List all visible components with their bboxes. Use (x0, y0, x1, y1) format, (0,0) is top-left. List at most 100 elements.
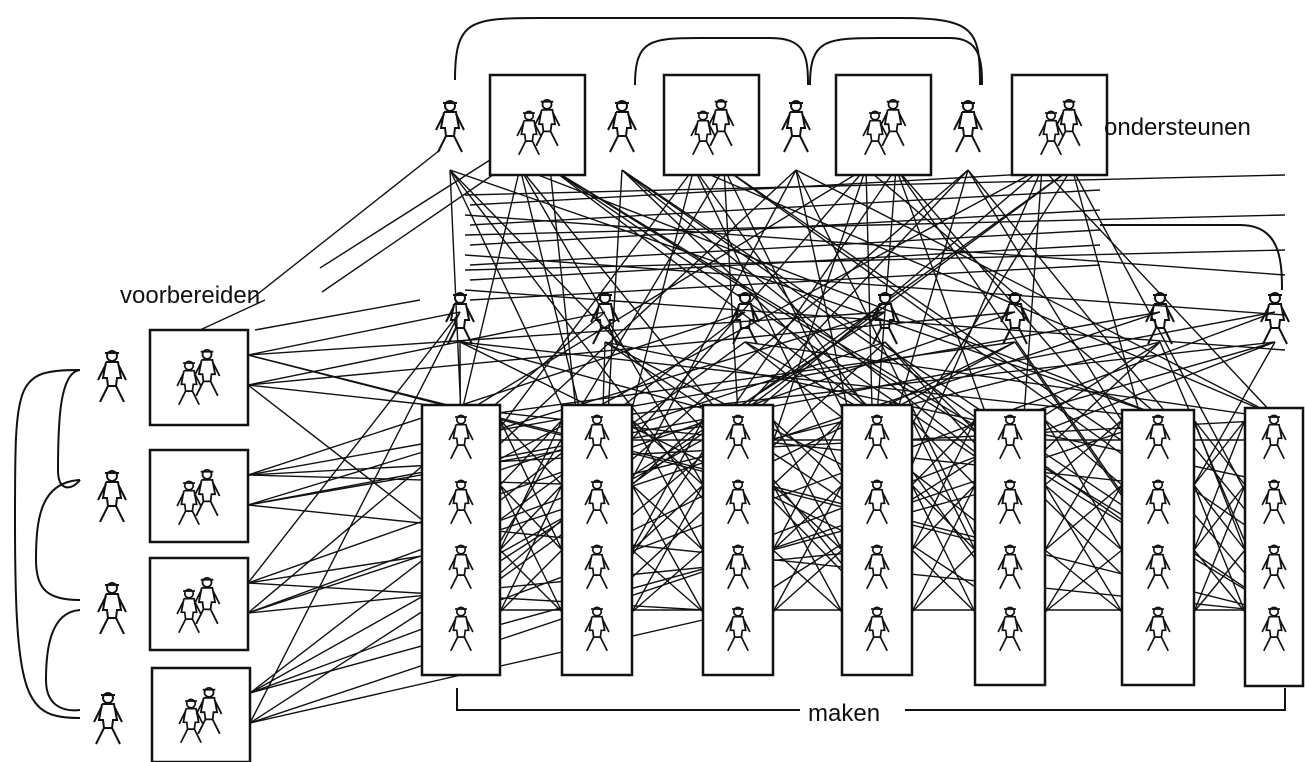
connection-line (1193, 549, 1246, 613)
connection-line (876, 167, 897, 416)
label-maken: maken (802, 702, 887, 726)
connection-line (795, 169, 1275, 416)
connection-line (249, 311, 461, 724)
connection-line (911, 419, 976, 551)
connection-line (247, 311, 746, 476)
connection-line (596, 167, 1043, 546)
connection-line (469, 264, 1101, 301)
prepare-team-box (150, 666, 252, 762)
connection-line (247, 311, 886, 356)
connection-line (499, 549, 563, 613)
make-column-box (420, 403, 502, 677)
prepare-worker-icon (97, 582, 127, 635)
connection-line (772, 419, 843, 551)
connection-line (469, 189, 1101, 226)
connection-line (460, 167, 867, 416)
label-ondersteunen: ondersteunen (1104, 114, 1251, 141)
make-column-box (701, 403, 775, 677)
connection-line (247, 311, 606, 386)
connection-line (1071, 167, 1275, 546)
connection-line (693, 167, 1275, 416)
team-boxes (148, 73, 1305, 762)
connection-line (464, 254, 1286, 316)
connection-line (469, 169, 1101, 206)
make-column-box (840, 403, 914, 677)
connection-line (596, 341, 1016, 549)
connection-line (464, 214, 1286, 236)
connection-line (911, 549, 976, 613)
connection-line (1044, 549, 1123, 613)
connection-line (469, 209, 1101, 246)
support-worker-icon (781, 100, 811, 153)
connection-line (549, 167, 1011, 481)
connection-line (631, 549, 704, 613)
prepare-worker-icon (93, 692, 123, 745)
connection-line (772, 484, 843, 613)
connection-line (911, 484, 976, 551)
connection-line (499, 419, 563, 551)
connection-line (1044, 419, 1123, 486)
make-column-box (560, 403, 634, 677)
connection-line (254, 299, 421, 331)
connection-line (1044, 484, 1123, 613)
connection-line (499, 484, 563, 551)
connection-line (199, 299, 266, 331)
connection-line (631, 419, 704, 551)
connection-line (631, 419, 704, 486)
worker-icon (1145, 292, 1175, 345)
connection-line (499, 484, 563, 613)
connection-line (895, 167, 1275, 608)
connection-line (469, 229, 1101, 266)
connection-line (464, 174, 1286, 196)
connection-line (549, 167, 878, 416)
connection-line (460, 169, 969, 608)
connection-line (249, 149, 441, 301)
support-team-box (488, 73, 587, 177)
connection-line (459, 341, 1159, 419)
connection-line (621, 169, 1011, 481)
connection-line (319, 159, 491, 269)
connection-line (1009, 341, 1276, 419)
prepare-worker-icon (97, 350, 127, 403)
connection-line (247, 311, 461, 356)
support-worker-icon (435, 100, 465, 153)
connection-line (499, 419, 563, 486)
connection-line (459, 341, 878, 549)
support-worker-icon (607, 100, 637, 153)
support-team-box (1010, 73, 1109, 177)
connection-line (1044, 419, 1123, 551)
connection-line (247, 311, 461, 584)
connection-line (737, 167, 1073, 416)
prepare-worker-icon (97, 470, 127, 523)
grouping-brackets (13, 17, 1286, 719)
prepare-team-box (148, 328, 250, 427)
connection-line (631, 484, 704, 551)
connection-line (460, 169, 797, 481)
connection-line (464, 249, 1286, 271)
connection-line (911, 419, 976, 486)
support-team-box (662, 73, 761, 177)
connection-line (459, 341, 739, 419)
connection-line (772, 484, 843, 551)
connection-line (911, 484, 976, 613)
worker-icon (1260, 292, 1290, 345)
connection-line (631, 484, 704, 613)
connection-line (1044, 484, 1123, 551)
prepare-team-box (148, 556, 250, 652)
connection-line (1193, 419, 1246, 551)
prepare-team-box (148, 448, 250, 544)
connection-line (621, 169, 878, 416)
connection-line (967, 169, 1275, 546)
support-team-box (834, 73, 933, 177)
connection-line (604, 341, 1011, 611)
connection-line (460, 167, 725, 608)
connection-line (772, 419, 843, 486)
support-worker-icon (953, 100, 983, 153)
connection-line (321, 169, 501, 293)
connection-line (1041, 167, 1275, 416)
connection-line (460, 341, 1016, 419)
connection-line (723, 167, 1159, 481)
connection-line (449, 169, 462, 416)
connection-line (1193, 484, 1246, 551)
